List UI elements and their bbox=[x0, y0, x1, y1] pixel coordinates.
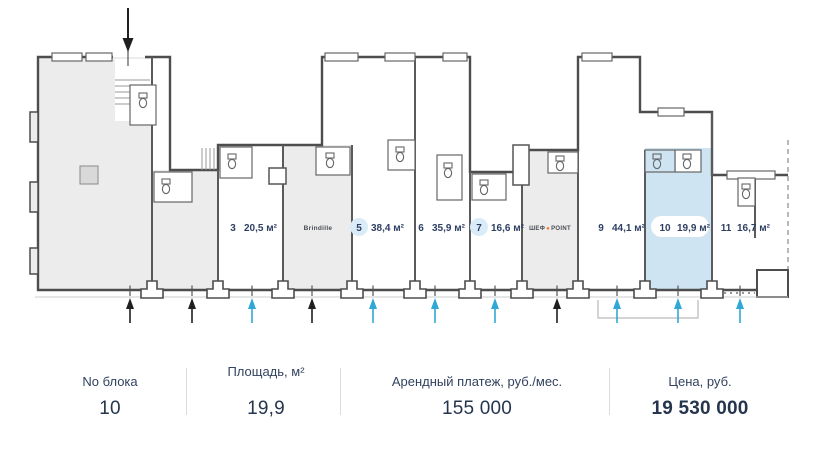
brindille-logo: Brindille bbox=[304, 225, 333, 232]
block-number-label: No блока bbox=[82, 374, 138, 389]
unit-7-number: 7 bbox=[476, 223, 482, 234]
unit-5-number-badge bbox=[350, 218, 368, 236]
unit-10-label-pill[interactable] bbox=[651, 216, 709, 237]
floor-plan-svg: 3 20,5 м² Brindille 5 38,4 м² 6 35,9 м² … bbox=[29, 8, 789, 323]
shefpoint-logo: ШЕФ●POINT bbox=[529, 226, 571, 232]
unit-9-number: 9 bbox=[598, 223, 604, 234]
area-value: 19,9 bbox=[247, 398, 285, 419]
unit-labels: 3 20,5 м² Brindille 5 38,4 м² 6 35,9 м² … bbox=[230, 216, 771, 237]
bathroom-icons bbox=[129, 84, 756, 207]
price-value: 19 530 000 bbox=[651, 398, 749, 419]
unit-10-area: 19,9 м² bbox=[677, 223, 711, 234]
unit-5-area: 38,4 м² bbox=[371, 223, 405, 234]
plan-pillars bbox=[140, 280, 724, 299]
unit-11-area: 16,7 м² bbox=[737, 223, 771, 234]
rent-value: 155 000 bbox=[441, 398, 513, 419]
unit-10-number: 10 bbox=[659, 223, 671, 234]
unit-5[interactable] bbox=[322, 57, 415, 290]
shefpoint-logo-icon: ● bbox=[546, 226, 550, 232]
block-number-value: 10 bbox=[99, 398, 121, 419]
unit-7-number-badge bbox=[470, 218, 488, 236]
unit-3-area: 20,5 м² bbox=[244, 223, 278, 234]
window-icons bbox=[51, 52, 776, 180]
plan-arrows bbox=[122, 8, 744, 323]
unit-6-area: 35,9 м² bbox=[432, 223, 466, 234]
unit-5-number: 5 bbox=[356, 223, 362, 234]
price-label: Цена, руб. bbox=[668, 374, 732, 389]
unit-3-number: 3 bbox=[230, 223, 236, 234]
selected-unit-info-panel: No блока 10 Площадь, м² 19,9 Арендный пл… bbox=[0, 345, 820, 467]
unit-11-number: 11 bbox=[721, 223, 732, 234]
rent-label: Арендный платеж, руб./мес. bbox=[391, 374, 563, 389]
unit-9-area: 44,1 м² bbox=[612, 223, 646, 234]
area-label: Площадь, м² bbox=[227, 364, 305, 379]
info-divider bbox=[340, 368, 341, 415]
unit-7-area: 16,6 м² bbox=[491, 223, 525, 234]
info-divider bbox=[186, 368, 187, 415]
info-divider bbox=[609, 368, 610, 415]
unit-6-number: 6 bbox=[418, 223, 424, 234]
